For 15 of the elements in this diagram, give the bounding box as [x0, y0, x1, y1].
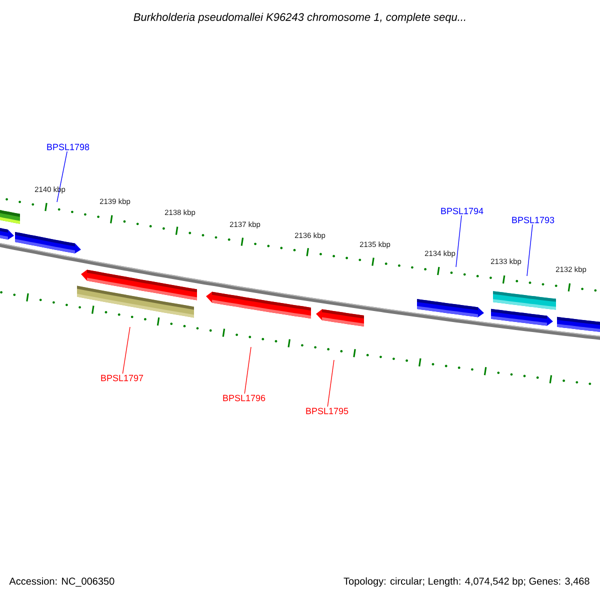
- title: Burkholderia pseudomallei K96243 chromosome 1, complete sequ...: [134, 12, 466, 24]
- leader-line: [327, 360, 334, 407]
- gene-label: BPSL1798: [47, 144, 90, 150]
- leader-line: [526, 224, 533, 276]
- leader-line: [122, 326, 130, 374]
- gene-label: BPSL1797: [101, 374, 144, 382]
- leader-line: [244, 346, 252, 394]
- leader-line: [456, 215, 462, 268]
- gene-label: BPSL1794: [441, 208, 484, 214]
- gene-label: BPSL1795: [306, 408, 348, 414]
- accession-text: Accession: NC_006350: [9, 577, 114, 587]
- leader-line: [56, 151, 68, 202]
- gene-label: BPSL1796: [223, 394, 266, 402]
- gene-label: BPSL1793: [512, 216, 554, 224]
- topology-text: Topology: circular; Length: 4,074,542 bp; Genes: 3,468: [344, 577, 590, 587]
